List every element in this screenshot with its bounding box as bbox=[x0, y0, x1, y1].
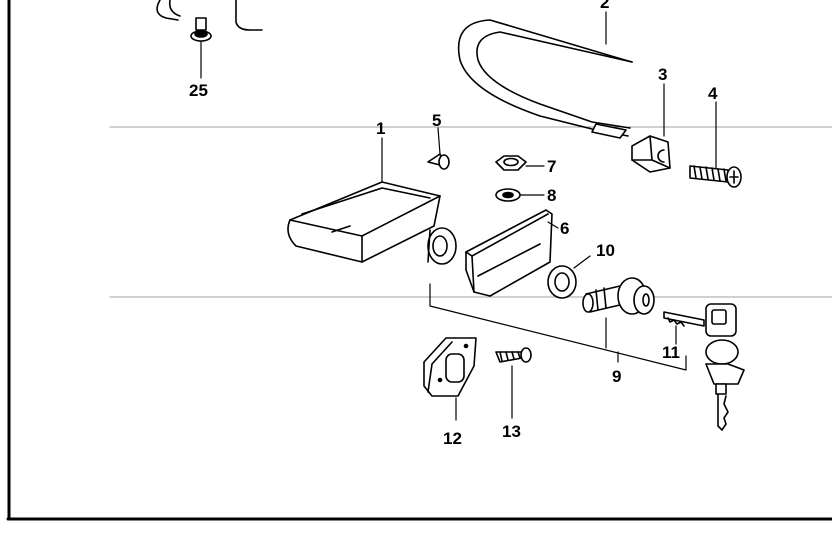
callout-25: 25 bbox=[189, 81, 208, 100]
callout-11: 11 bbox=[662, 343, 680, 362]
callout-10: 10 bbox=[596, 241, 615, 260]
callout-9: 9 bbox=[612, 367, 622, 386]
callout-1: 1 bbox=[376, 119, 386, 138]
part-9-lock-cylinder bbox=[582, 277, 655, 315]
part-13-screw bbox=[495, 347, 532, 419]
part-9-leader bbox=[429, 283, 687, 371]
part-6-bracket bbox=[465, 209, 559, 297]
separator-lines bbox=[109, 126, 832, 298]
callout-4: 4 bbox=[708, 84, 718, 103]
callout-12: 12 bbox=[443, 429, 462, 448]
part-2-strap bbox=[457, 11, 633, 139]
part-9-nut bbox=[427, 227, 457, 265]
part-25-bolt bbox=[156, 0, 263, 79]
callout-2: 2 bbox=[600, 0, 610, 12]
callout-8: 8 bbox=[547, 186, 557, 205]
part-12-bezel bbox=[423, 337, 477, 421]
part-1-glove-box bbox=[287, 137, 441, 263]
callout-3: 3 bbox=[658, 65, 668, 84]
part-4-screw bbox=[689, 101, 742, 188]
callout-6: 6 bbox=[560, 219, 570, 238]
callout-13: 13 bbox=[502, 422, 521, 441]
part-5-clip bbox=[427, 127, 450, 170]
callout-7: 7 bbox=[547, 157, 557, 176]
part-3-latch bbox=[631, 83, 671, 173]
frame-border bbox=[6, 0, 832, 521]
part-7-nut bbox=[495, 155, 545, 171]
part-11-keys bbox=[663, 303, 745, 431]
part-10-ring bbox=[547, 255, 591, 299]
callout-5: 5 bbox=[432, 111, 442, 130]
part-8-washer bbox=[495, 188, 545, 202]
